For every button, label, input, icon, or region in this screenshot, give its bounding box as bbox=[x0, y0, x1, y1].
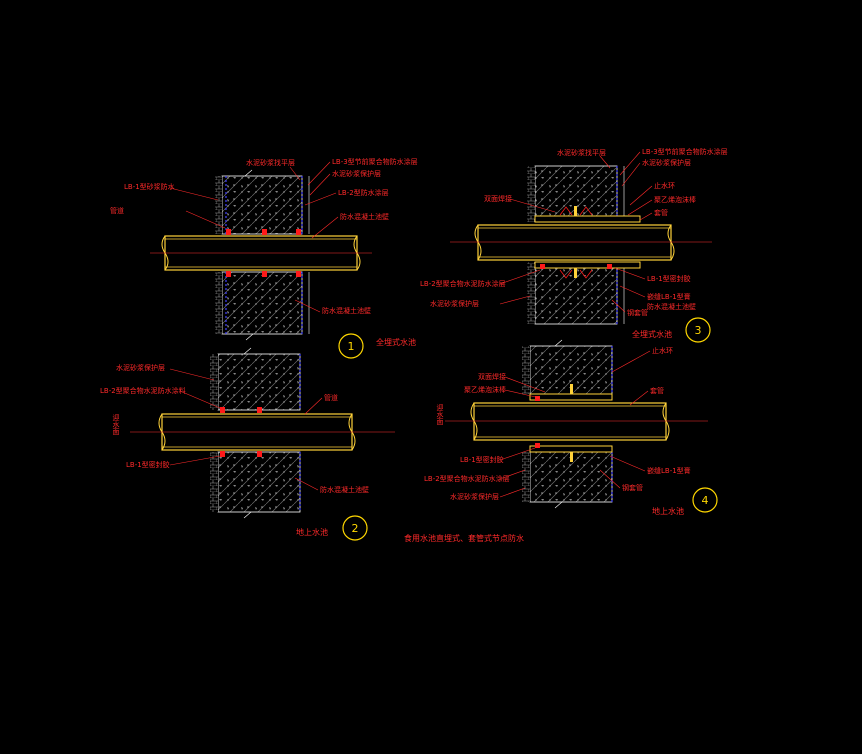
d3-label-4: 聚乙烯泡沫棒 bbox=[654, 195, 696, 204]
d4-label-2: 聚乙烯泡沫棒 bbox=[464, 385, 506, 394]
d2-label-3: LB-1型密封胶 bbox=[126, 460, 170, 469]
callout-circle-3 bbox=[685, 317, 711, 343]
d1-label-7: 防水混凝土池壁 bbox=[322, 306, 371, 315]
d3-label-8: LB-2型聚合物水泥防水涂层 bbox=[420, 279, 506, 288]
d1-label-0: 水泥砂浆找平层 bbox=[246, 158, 295, 167]
d2-label-2: 管道 bbox=[324, 393, 338, 402]
wall-bottom-1 bbox=[221, 271, 303, 335]
d2-caption: 地上水池 bbox=[296, 527, 328, 537]
d3-label-0: 水泥砂浆找平层 bbox=[557, 148, 606, 157]
detail-1 bbox=[150, 161, 372, 359]
d4-label-4: LB-1型密封胶 bbox=[460, 455, 504, 464]
d1-caption: 全埋式水池 bbox=[376, 337, 416, 347]
d3-label-12: 嵌缝LB-1型膏 bbox=[647, 292, 691, 301]
d3-label-11: 防水混凝土池壁 bbox=[647, 302, 696, 311]
d1-label-1: LB-3型节前聚合物防水涂层 bbox=[332, 157, 418, 166]
d1-label-2: 水泥砂浆保护层 bbox=[332, 169, 381, 178]
drawing-title: 食用水池直埋式、套管式节点防水 bbox=[404, 533, 524, 543]
d4-label-1: 双面焊接 bbox=[478, 372, 506, 381]
d3-label-7: LB-1型密封胶 bbox=[647, 274, 691, 283]
d3-label-5: 套管 bbox=[654, 208, 668, 217]
d4-number: 4 bbox=[702, 494, 709, 507]
callout-circle-4 bbox=[692, 487, 718, 513]
callout-circle-1 bbox=[338, 333, 364, 359]
labels: 水泥砂浆找平层 LB-3型节前聚合物防水涂层 水泥砂浆保护层 LB-1型砂浆防水… bbox=[100, 147, 728, 543]
d1-label-5: 管道 bbox=[110, 206, 124, 215]
d4-side-label: 迎水面 bbox=[436, 403, 444, 426]
detail-2 bbox=[130, 347, 395, 541]
d4-caption: 地上水池 bbox=[652, 506, 684, 516]
d4-label-5: LB-2型聚合物水泥防水涂层 bbox=[424, 474, 510, 483]
d1-number: 1 bbox=[348, 340, 355, 353]
d4-label-0: 止水环 bbox=[652, 346, 673, 355]
d3-number: 3 bbox=[695, 324, 702, 337]
plaster-left-1b bbox=[215, 272, 222, 334]
d3-label-6: 双面焊接 bbox=[484, 194, 512, 203]
d4-label-6: 水泥砂浆保护层 bbox=[450, 492, 499, 501]
d2-number: 2 bbox=[352, 522, 359, 535]
plaster-left-1a bbox=[215, 176, 222, 234]
d3-label-1: LB-3型节前聚合物防水涂层 bbox=[642, 147, 728, 156]
d3-label-3: 止水环 bbox=[654, 181, 675, 190]
d4-label-7: 钢套管 bbox=[622, 483, 643, 492]
callout-circle-2 bbox=[342, 515, 368, 541]
d3-label-2: 水泥砂浆保护层 bbox=[642, 158, 691, 167]
d3-label-9: 水泥砂浆保护层 bbox=[430, 299, 479, 308]
detail-3 bbox=[450, 151, 712, 343]
d1-label-6: 防水混凝土池壁 bbox=[340, 212, 389, 221]
d3-label-10: 钢套管 bbox=[627, 308, 648, 317]
d2-label-4: 防水混凝土池壁 bbox=[320, 485, 369, 494]
d2-side-label: 迎水面 bbox=[112, 413, 120, 436]
d4-label-8: 嵌缝LB-1型膏 bbox=[647, 466, 691, 475]
detail-4 bbox=[445, 339, 718, 513]
d4-label-3: 套管 bbox=[650, 386, 664, 395]
d1-label-4: LB-2型防水涂层 bbox=[338, 188, 389, 197]
wall-top-1 bbox=[221, 175, 303, 235]
d2-label-0: 水泥砂浆保护层 bbox=[116, 363, 165, 372]
d3-caption: 全埋式水池 bbox=[632, 329, 672, 339]
d1-label-3: LB-1型砂浆防水 bbox=[124, 182, 175, 191]
d2-label-1: LB-2型聚合物水泥防水涂料 bbox=[100, 386, 186, 395]
